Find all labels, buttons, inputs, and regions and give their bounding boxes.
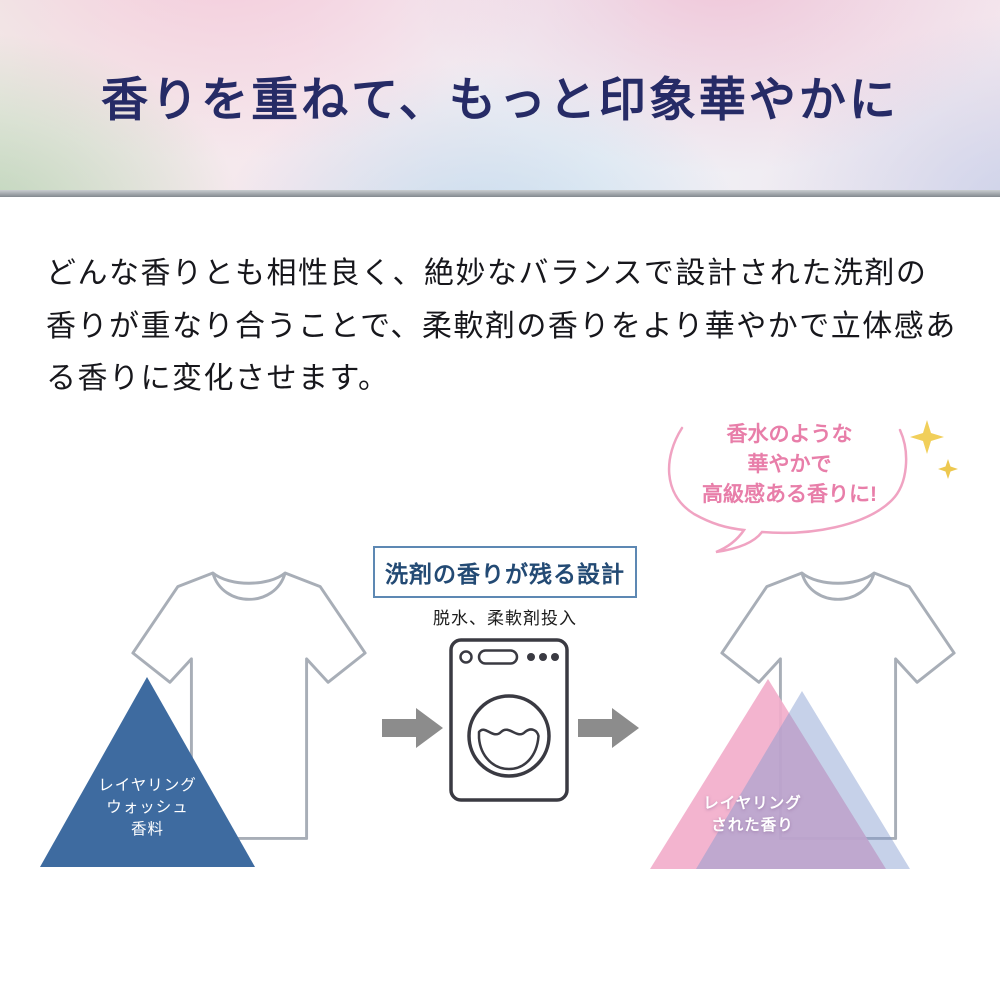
periwinkle-triangle bbox=[696, 691, 910, 869]
callout-bubble-outline bbox=[667, 426, 908, 554]
callout-line: 香水のような bbox=[726, 423, 853, 446]
layered-scent-label-line: レイヤリング bbox=[703, 795, 802, 812]
tshirt-icon bbox=[131, 571, 367, 840]
arrow-right-icon bbox=[578, 708, 639, 748]
layered-scent-label-line: された香り bbox=[711, 816, 794, 834]
washing-machine-icon bbox=[449, 638, 569, 802]
layered-scent-label: レイヤリング された香り bbox=[650, 793, 855, 836]
header-divider bbox=[0, 190, 1000, 197]
intro-paragraph: どんな香りとも相性良く、絶妙なバランスで設計された洗剤の香りが重なり合うことで、… bbox=[46, 257, 957, 395]
layering-wash-label-line: ウォッシュ bbox=[106, 799, 189, 816]
callout-line: 華やかで bbox=[747, 452, 832, 476]
dehydrate-softener-label: 脱水、柔軟剤投入 bbox=[433, 609, 577, 628]
process-label-box: 洗剤の香りが残る設計 bbox=[373, 546, 637, 598]
layering-wash-label: レイヤリング ウォッシュ 香料 bbox=[40, 775, 255, 841]
layering-wash-triangle: レイヤリング ウォッシュ 香料 bbox=[40, 677, 255, 867]
layering-wash-label-line: 香料 bbox=[130, 821, 164, 838]
layered-triangles-graphic bbox=[650, 679, 910, 869]
layering-wash-label-line: レイヤリング bbox=[98, 777, 197, 794]
blue-triangle bbox=[40, 677, 255, 867]
callout-line: 高級感ある香りに! bbox=[702, 482, 877, 506]
tshirt-icon bbox=[720, 571, 956, 840]
layered-scent-triangles: レイヤリング された香り bbox=[650, 679, 912, 869]
page-title: 香りを重ねて、もっと印象華やかに bbox=[101, 72, 899, 126]
perfume-callout: 香水のような 華やかで 高級感ある香りに! bbox=[672, 420, 907, 509]
sparkle-icon bbox=[938, 459, 958, 479]
pink-triangle bbox=[650, 679, 886, 869]
header-banner: 香りを重ねて、もっと印象華やかに bbox=[0, 0, 1000, 190]
arrow-right-icon bbox=[382, 708, 443, 748]
sparkle-icon bbox=[910, 420, 944, 454]
